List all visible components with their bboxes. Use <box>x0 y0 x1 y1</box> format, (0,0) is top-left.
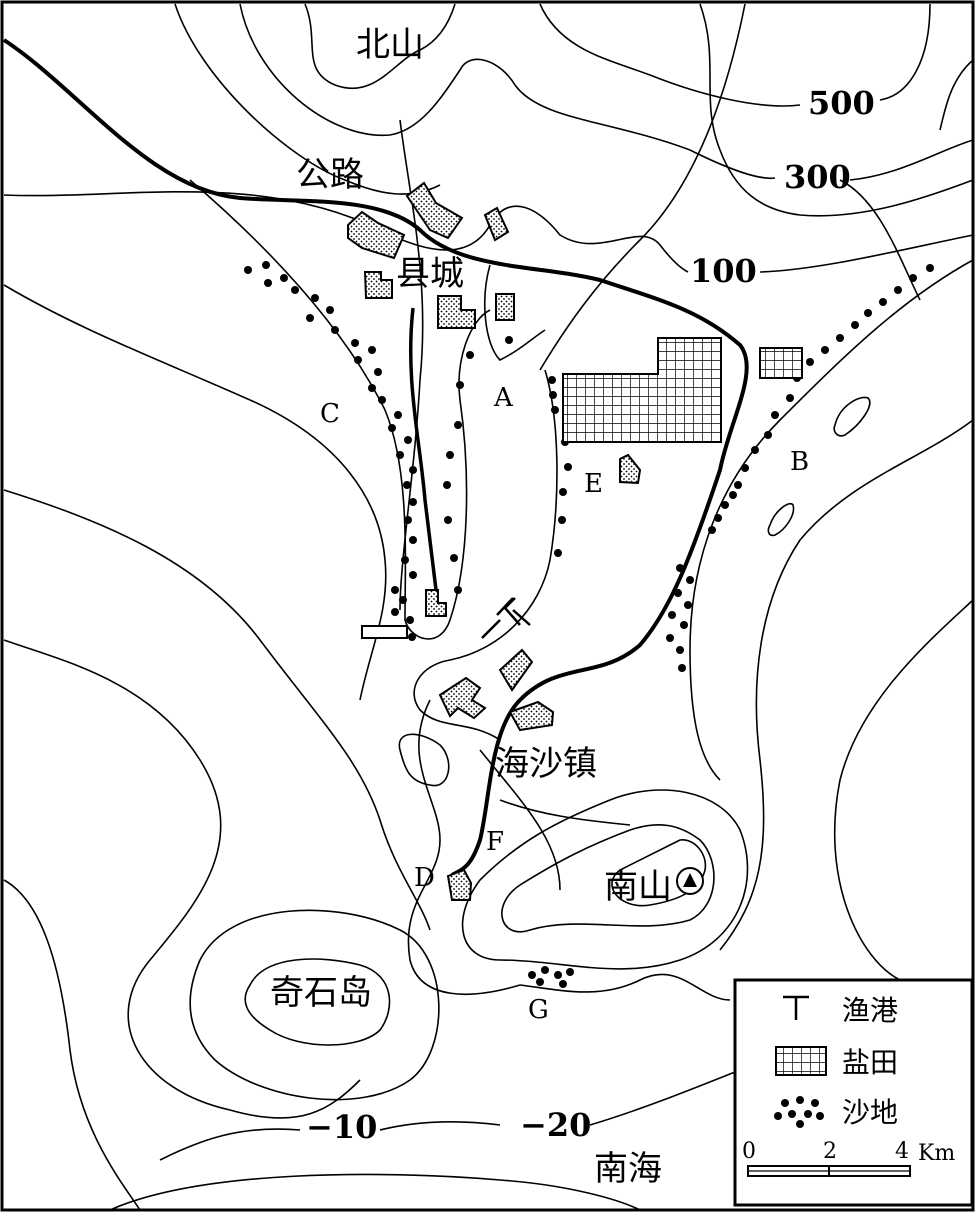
highway-road <box>2 38 749 877</box>
contour-south-mountain-3 <box>611 839 707 907</box>
contour-coast-west <box>189 179 491 640</box>
label-f: F <box>486 827 504 857</box>
label-d: D <box>414 863 435 893</box>
contour-label-minus10: −10 <box>306 1108 377 1146</box>
contour-south-mountain-2 <box>501 824 715 933</box>
contour-south-2 <box>519 973 731 1001</box>
qishi-island-ring <box>189 909 440 1101</box>
contour-east-4 <box>839 179 921 301</box>
settlements <box>347 181 642 901</box>
label-north-mountain: 北山 <box>356 25 424 65</box>
label-south-mountain: 南山 <box>604 867 672 907</box>
contour-coast-east <box>413 369 558 741</box>
label-haisha-town: 海沙镇 <box>495 744 597 784</box>
contour-west-1 <box>3 284 387 701</box>
peak-triangle-icon <box>676 867 704 895</box>
contour-upper-2 <box>939 59 974 131</box>
contour-label-100: 100 <box>690 252 757 290</box>
label-c: C <box>320 399 340 429</box>
legend-salt-symbol <box>775 1046 827 1076</box>
islet-b2 <box>767 503 795 537</box>
contour-west-4 <box>3 879 141 1211</box>
pier <box>361 625 408 639</box>
salt-field-east <box>759 347 803 379</box>
contour-south-1 <box>407 699 521 995</box>
contour-500-b <box>539 3 931 107</box>
contour-north-river <box>539 3 746 371</box>
label-road: 公路 <box>296 155 364 195</box>
contour-label-500: 500 <box>808 84 875 122</box>
contour-west-2 <box>3 489 431 931</box>
islet-b1 <box>833 396 871 437</box>
contour-label-300: 300 <box>784 158 851 196</box>
label-g: G <box>528 995 549 1025</box>
label-county-town: 县城 <box>396 254 464 294</box>
contour-west-3 <box>3 639 361 1119</box>
scale-tick-0: 0 <box>742 1139 756 1164</box>
scale-tick-2: 2 <box>823 1139 837 1164</box>
contour-east-1 <box>689 259 974 781</box>
label-a: A <box>493 383 514 413</box>
legend-fishing-port: 渔港 <box>842 994 898 1027</box>
legend-salt-field: 盐田 <box>842 1046 898 1079</box>
label-b: B <box>790 447 809 477</box>
islet-haisha <box>398 733 450 787</box>
contour-upper-1 <box>174 3 441 195</box>
scale-unit: Km <box>918 1141 955 1166</box>
county-branch-road <box>408 307 439 599</box>
qishi-island-outline <box>244 958 391 1046</box>
salt-fields <box>562 337 803 443</box>
contour-east-3 <box>833 599 974 981</box>
fishing-port-icon <box>481 597 531 639</box>
salt-field-main <box>562 337 722 443</box>
legend-port-symbol <box>783 995 809 1020</box>
contour-300 <box>239 3 974 181</box>
legend-sand: 沙地 <box>842 1096 898 1129</box>
scale-bar <box>747 1165 911 1177</box>
contour-500-a <box>304 3 456 90</box>
scale-tick-4: 4 <box>895 1139 909 1164</box>
contour-south-mountain-1 <box>461 789 749 970</box>
contour-label-minus20: −20 <box>520 1106 591 1144</box>
label-qishi-island: 奇石岛 <box>270 973 372 1013</box>
contour-east-2 <box>719 419 974 951</box>
legend-sand-symbol <box>774 1096 824 1128</box>
contour-south-3 <box>159 1069 741 1161</box>
contour-south-4 <box>109 1173 641 1211</box>
label-e: E <box>584 469 603 499</box>
legend: 渔港 盐田 沙地 0 2 4 Km <box>733 978 974 1207</box>
label-south-sea: 南海 <box>594 1149 662 1189</box>
contour-upper-3 <box>699 3 974 217</box>
